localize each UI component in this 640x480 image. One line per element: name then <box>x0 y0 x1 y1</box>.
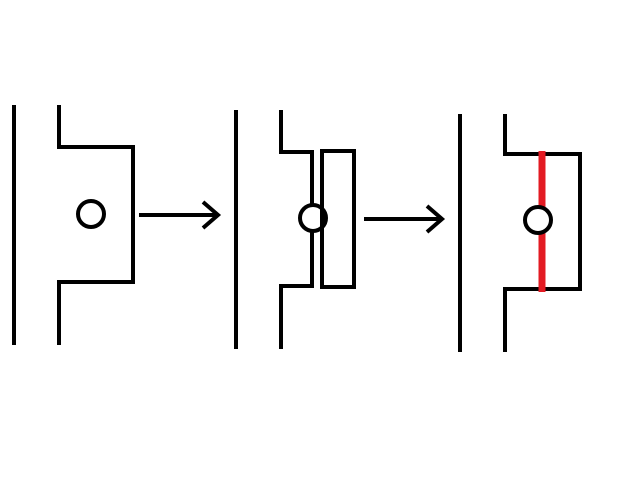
stage-3-block-outline <box>503 114 582 352</box>
stage-2-separate-piece <box>320 149 356 289</box>
stage-3 <box>458 114 582 352</box>
arrow-1 <box>139 200 222 230</box>
stage-3-hole <box>523 205 553 235</box>
arrow-2 <box>364 204 446 234</box>
stage-2 <box>234 110 356 349</box>
stage-1-hole <box>76 199 106 229</box>
arrow-1-head <box>201 200 222 230</box>
stage-1 <box>12 105 135 345</box>
stage-2-hole <box>298 203 328 233</box>
stage-1-block-outline <box>57 105 135 345</box>
arrow-2-head <box>425 204 446 234</box>
